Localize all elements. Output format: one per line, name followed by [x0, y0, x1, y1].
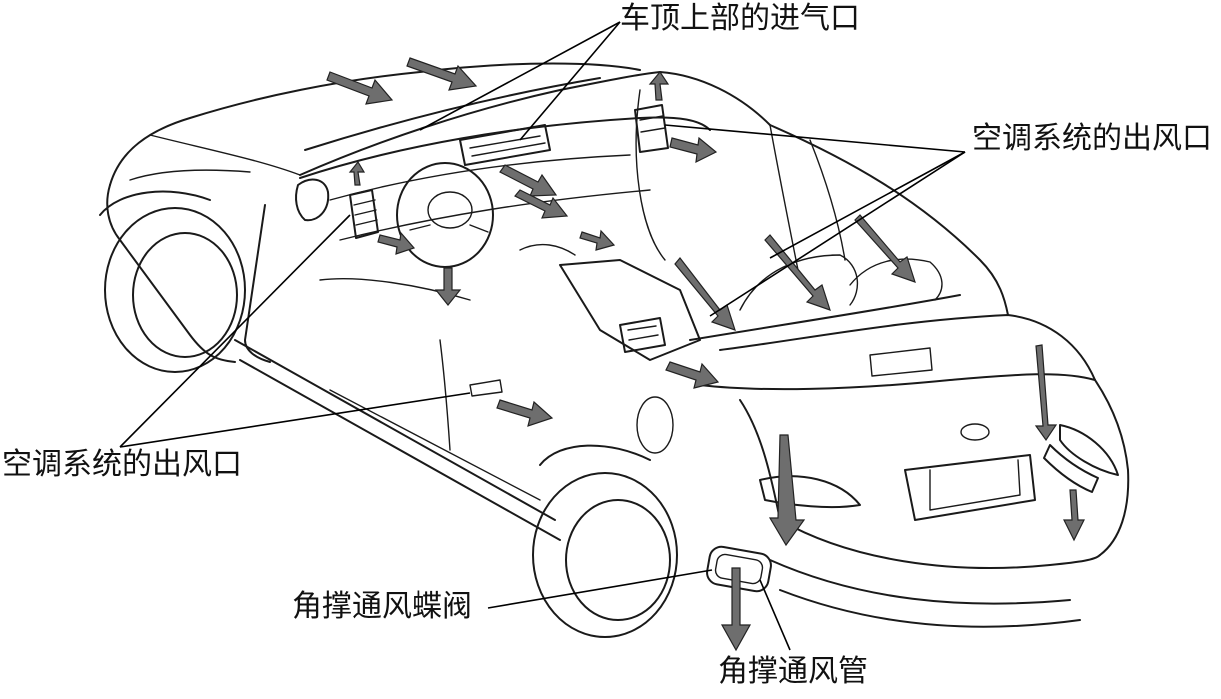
corner-duct-label: 角撑通风管 [718, 654, 868, 689]
rear-duct-part [1043, 444, 1099, 493]
airflow-arrows [326, 57, 1085, 652]
dash-outlets [349, 104, 669, 239]
ac-outlet-label-right: 空调系统的出风口 [972, 121, 1212, 156]
ac-outlet-label-left: 空调系统的出风口 [2, 447, 242, 482]
leader-lines [119, 21, 966, 651]
rear-wheel [532, 444, 678, 638]
corner-valve-label: 角撑通风蝶阀 [292, 589, 472, 624]
console-rear-outlet [619, 317, 666, 353]
car-body [106, 62, 1130, 628]
interior [299, 89, 961, 377]
roof-intake-label: 车顶上部的进气口 [620, 1, 860, 36]
front-wheel [99, 190, 246, 373]
